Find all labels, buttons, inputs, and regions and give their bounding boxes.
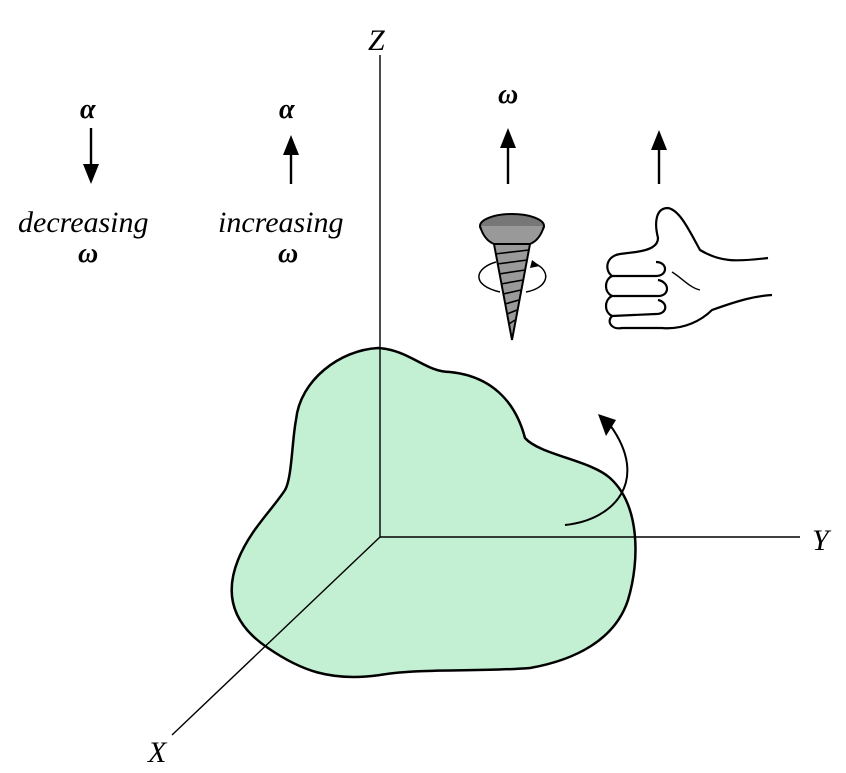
down-arrow-head [83, 164, 99, 184]
screw-group: ω [478, 79, 547, 341]
screw-up-arrow-head [500, 128, 516, 148]
z-axis-label: Z [368, 24, 385, 57]
omega-symbol-increasing: ω [278, 238, 298, 269]
alpha-symbol-increasing: α [279, 94, 295, 125]
up-arrow-head [283, 135, 299, 155]
hand-up-arrow-head [651, 130, 667, 150]
rotation-arrow-icon [564, 424, 629, 526]
screw-icon [478, 213, 547, 341]
decreasing-omega-group: α decreasing ω [18, 94, 149, 269]
omega-symbol-decreasing: ω [78, 238, 98, 269]
rotation-arrow-head [598, 414, 616, 436]
decreasing-label: decreasing [18, 206, 149, 239]
right-hand-group [604, 130, 773, 330]
omega-symbol-screw: ω [498, 79, 518, 110]
increasing-label: increasing [218, 206, 344, 239]
increasing-omega-group: α increasing ω [218, 94, 344, 269]
x-axis-label: X [147, 736, 168, 769]
y-axis-label: Y [812, 524, 832, 557]
x-axis [171, 536, 381, 736]
alpha-symbol-decreasing: α [80, 94, 96, 125]
rigid-body-blob [230, 346, 637, 679]
right-hand-thumb-up-icon [604, 206, 773, 330]
